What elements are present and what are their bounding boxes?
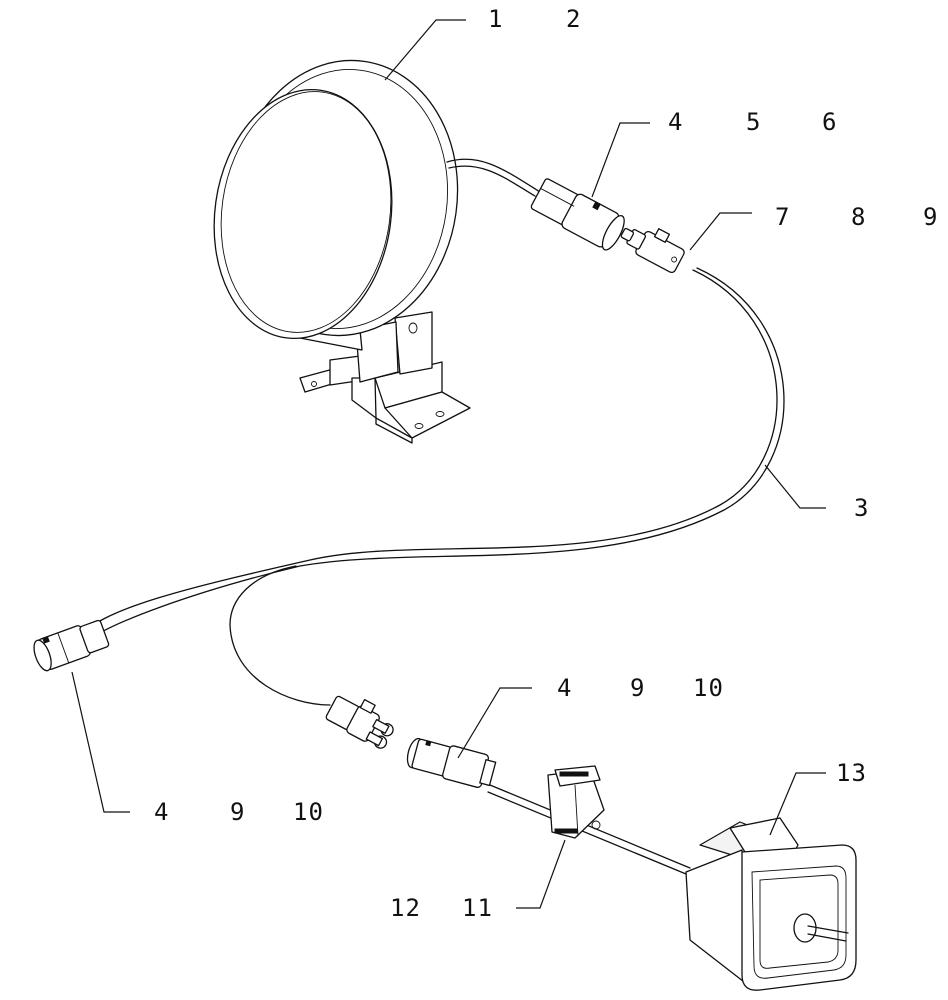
- callout-5: 5: [746, 108, 761, 136]
- lamp-lens: [213, 88, 393, 340]
- callout-9: 9: [923, 203, 938, 231]
- callout-3: 3: [854, 494, 869, 522]
- callout-left-connector: 4 9 10: [154, 798, 324, 826]
- callout-10: 10: [293, 798, 324, 826]
- callout-9: 9: [230, 798, 245, 826]
- work-lamp: [213, 59, 471, 444]
- callout-8: 8: [851, 203, 866, 231]
- callout-harness: 3: [854, 494, 869, 522]
- callout-clip: 12 11: [390, 894, 493, 922]
- callout-lamp: 1 2: [488, 5, 581, 33]
- callout-middle-connector: 4 9 10: [557, 674, 724, 702]
- upper-lamp-connector: [530, 178, 625, 251]
- callout-12: 12: [390, 894, 421, 922]
- callout-switch: 13: [836, 759, 867, 787]
- callout-10: 10: [693, 674, 724, 702]
- callout-6: 6: [822, 108, 837, 136]
- callout-9: 9: [630, 674, 645, 702]
- callout-upper-connector: 4 5 6: [668, 108, 837, 136]
- callout-4: 4: [557, 674, 572, 702]
- middle-switch-connector: [406, 737, 497, 788]
- upper-harness-plug: [620, 227, 685, 274]
- callout-13: 13: [836, 759, 867, 787]
- leader-lines: [71, 19, 826, 909]
- callout-4: 4: [154, 798, 169, 826]
- callout-7: 7: [775, 203, 790, 231]
- callout-2: 2: [566, 5, 581, 33]
- left-harness-connector: [33, 619, 110, 672]
- callout-4: 4: [668, 108, 683, 136]
- switch-lead-wire: [489, 784, 691, 869]
- retaining-clip: [547, 765, 605, 839]
- harness-branch-wire: [229, 565, 331, 706]
- rocker-switch: [685, 817, 857, 991]
- callout-upper-plug: 7 8 9: [775, 203, 938, 231]
- callout-1: 1: [488, 5, 503, 33]
- middle-harness-plug: [325, 695, 394, 749]
- main-harness-wire: [79, 269, 778, 641]
- lamp-pigtail-wire: [446, 158, 541, 193]
- callout-11: 11: [462, 894, 493, 922]
